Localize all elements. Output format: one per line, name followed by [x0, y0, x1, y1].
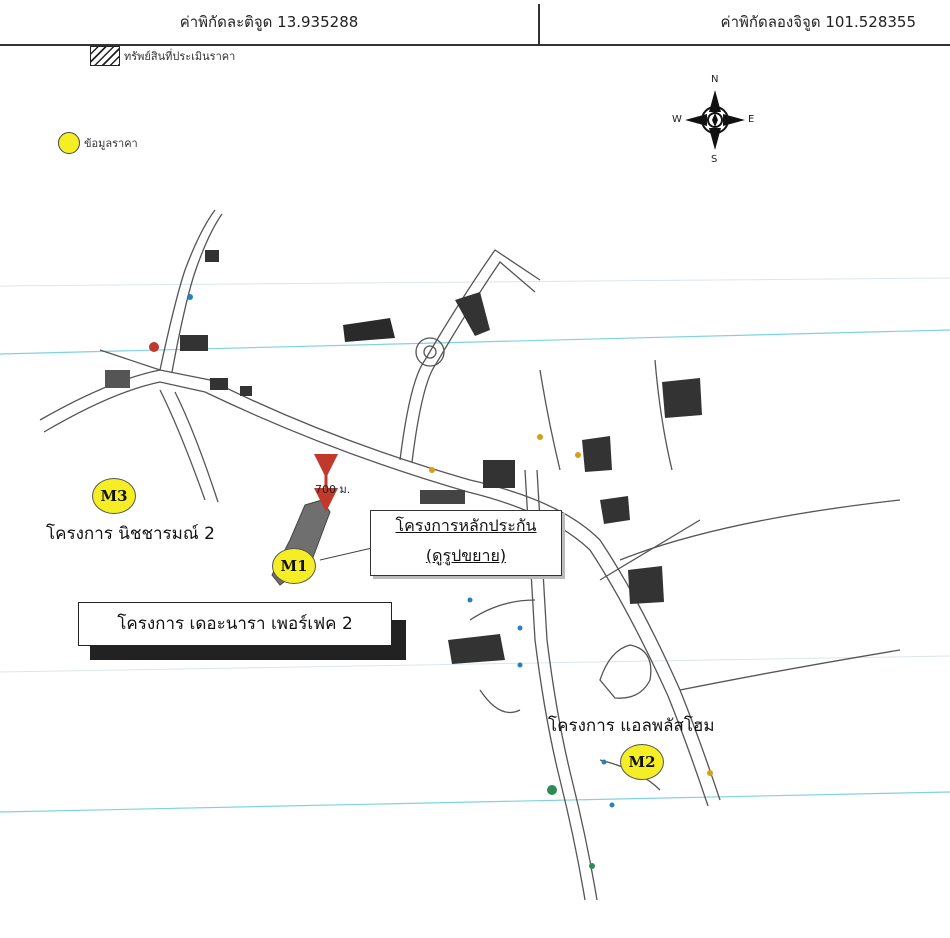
compass-east: E	[748, 114, 755, 125]
project-m2-label: โครงการ แอลพลัสโฮม	[548, 716, 715, 736]
marker-m2: M2	[620, 744, 664, 780]
collateral-callout: โครงการหลักประกัน (ดูรูปขยาย)	[370, 510, 562, 576]
compass-south: S	[711, 154, 718, 165]
longitude-value: ค่าพิกัดลองจิจูด 101.528355	[720, 13, 916, 31]
coordinate-header: ค่าพิกัดละติจูด 13.935288 ค่าพิกัดลองจิจ…	[0, 0, 950, 46]
legend-appraised-property: ทรัพย์สินที่ประเมินราคา	[90, 46, 235, 66]
hatch-pattern-icon	[90, 46, 120, 66]
yellow-dot-icon	[58, 132, 80, 154]
poi-icons	[149, 294, 615, 869]
compass-north: N	[711, 74, 719, 85]
marker-m1: M1	[272, 548, 316, 584]
legend-price-label: ข้อมูลราคา	[84, 137, 138, 150]
project-m3-label: โครงการ นิชชารมณ์ 2	[46, 524, 215, 544]
building-blocks	[105, 250, 702, 664]
distance-label: 700 ม.	[315, 483, 351, 496]
marker-m3: M3	[92, 478, 136, 514]
scan-lines	[0, 329, 950, 813]
compass-rose-icon	[685, 90, 745, 150]
legend-price-data: ข้อมูลราคา	[58, 132, 138, 154]
callout-title: โครงการหลักประกัน	[395, 516, 537, 535]
legend-appraised-label: ทรัพย์สินที่ประเมินราคา	[124, 50, 236, 63]
compass-west: W	[672, 114, 682, 125]
project-name-box: โครงการ เดอะนารา เพอร์เฟค 2	[78, 602, 392, 646]
callout-subtitle: (ดูรูปขยาย)	[425, 546, 507, 565]
latitude-value: ค่าพิกัดละติจูด 13.935288	[179, 13, 359, 31]
header-divider	[538, 4, 540, 44]
